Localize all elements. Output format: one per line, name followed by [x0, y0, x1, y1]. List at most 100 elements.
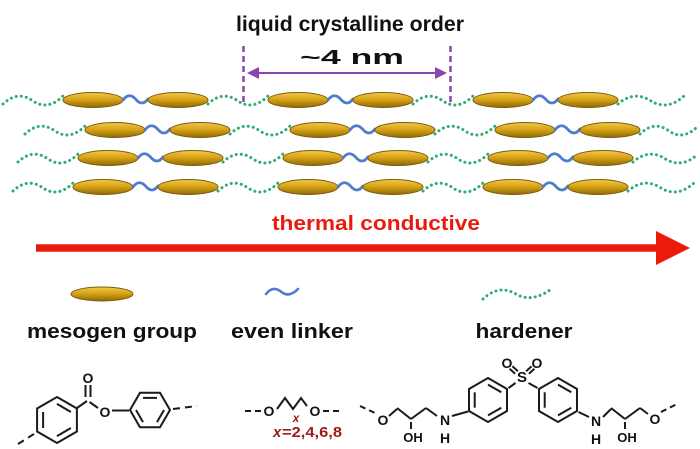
scale-arrowhead-right — [435, 67, 447, 79]
figure-title: liquid crystalline order — [236, 13, 464, 36]
mesogen-ellipse — [157, 179, 219, 195]
benzene-ring-right — [128, 391, 172, 429]
atom-oh: OH — [403, 430, 423, 445]
hardener-wave — [1, 94, 65, 107]
hardener-wave — [221, 152, 285, 165]
mesogen-ellipse — [367, 150, 429, 166]
bond — [388, 408, 398, 417]
bond — [425, 407, 438, 417]
s-o-double-bond — [528, 368, 536, 375]
mesogen-ellipse — [72, 179, 134, 195]
hardener-wave — [631, 152, 700, 165]
mesogen-ellipse — [557, 92, 619, 108]
atom-h: H — [440, 430, 450, 446]
bond — [410, 407, 427, 420]
mesogen-ellipse — [362, 179, 424, 195]
bond — [624, 407, 641, 420]
mesogen-ellipse — [572, 150, 634, 166]
hardener-wave — [426, 152, 490, 165]
linker-wave — [136, 152, 165, 163]
mesogen-ellipse — [289, 122, 351, 138]
scale-label: ~4 nm — [300, 47, 404, 69]
atom-h: H — [591, 431, 601, 447]
hardener-wave — [638, 124, 700, 137]
legend-linker-icon — [264, 287, 300, 296]
atom-oh: OH — [617, 430, 637, 445]
mesogen-ellipse — [169, 122, 231, 138]
repeat-values-label: =2,4,6,8 — [282, 424, 342, 441]
mesogen-ellipse — [472, 92, 534, 108]
mesogen-ellipse — [567, 179, 629, 195]
ring-inner-bond — [557, 383, 572, 394]
bond — [76, 400, 88, 409]
scale-arrowhead-left — [247, 67, 259, 79]
linker-wave — [121, 94, 150, 105]
ring-inner-bond — [135, 409, 144, 423]
atom-ester-o: O — [100, 404, 111, 420]
mesogen-ellipse — [282, 150, 344, 166]
repeat-x-label: x — [272, 424, 282, 441]
bond — [578, 411, 590, 418]
ring-inner-bond — [557, 406, 572, 417]
legend-linker-label: even linker — [231, 321, 353, 343]
mesogen-ellipse — [487, 150, 549, 166]
legend-hardener-icon — [481, 288, 552, 301]
bond — [610, 407, 626, 420]
legend: mesogen group even linker hardener — [27, 286, 573, 343]
linker-wave — [531, 94, 560, 105]
linker-wave — [348, 124, 377, 135]
atom-n: N — [440, 412, 450, 428]
atom-sulfone-o-left: O — [502, 355, 513, 371]
atom-o: O — [378, 412, 389, 428]
hardener-wave — [206, 94, 270, 107]
benzene-ring-left — [468, 376, 508, 424]
mesogen-ellipse — [277, 179, 339, 195]
bond — [528, 382, 538, 389]
atom-o: O — [264, 403, 275, 419]
hardener-wave — [616, 94, 686, 107]
linker-structure: O x O x =2,4,6,8 — [245, 396, 342, 441]
lc-molecular-rows — [1, 92, 700, 195]
repeat-x-subscript: x — [292, 411, 301, 425]
legend-mesogen-label: mesogen group — [27, 321, 197, 343]
lc-order-annotation: liquid crystalline order ~4 nm — [236, 13, 464, 104]
mesogen-ellipse — [267, 92, 329, 108]
linker-wave — [326, 94, 355, 105]
attachment-dash — [359, 405, 376, 414]
s-o-double-bond — [508, 368, 516, 375]
hardener-wave — [626, 181, 696, 194]
linker-wave — [131, 181, 160, 192]
bond — [88, 401, 99, 409]
linker-wave — [336, 181, 365, 192]
hardener-wave — [433, 124, 497, 137]
ring-inner-bond — [56, 427, 72, 437]
atom-o: O — [310, 403, 321, 419]
ring-inner-bond — [487, 383, 502, 394]
atom-carbonyl-o: O — [83, 370, 94, 386]
linker-wave — [143, 124, 172, 135]
thermal-label: thermal conductive — [272, 213, 480, 235]
atom-sulfone-o-right: O — [532, 355, 543, 371]
hardener-wave — [16, 152, 80, 165]
hardener-wave — [411, 94, 475, 107]
alkyl-zigzag — [276, 396, 308, 411]
thermal-conductive-annotation: thermal conductive — [36, 213, 690, 265]
benzene-ring-left — [36, 395, 78, 445]
linker-wave — [546, 152, 575, 163]
mesogen-ellipse — [77, 150, 139, 166]
atom-n: N — [591, 413, 601, 429]
s-o-double-bond — [511, 365, 519, 372]
hardener-wave — [216, 181, 280, 194]
ring-inner-bond — [56, 403, 72, 413]
attachment-dash — [660, 403, 678, 413]
mesogen-ellipse — [374, 122, 436, 138]
benzene-ring-right — [538, 376, 578, 424]
linker-wave — [541, 181, 570, 192]
ring-inner-bond — [156, 409, 165, 423]
mesogen-structure: O O — [17, 370, 198, 445]
linker-wave — [553, 124, 582, 135]
mesogen-ellipse — [579, 122, 641, 138]
attachment-dash — [17, 433, 35, 445]
